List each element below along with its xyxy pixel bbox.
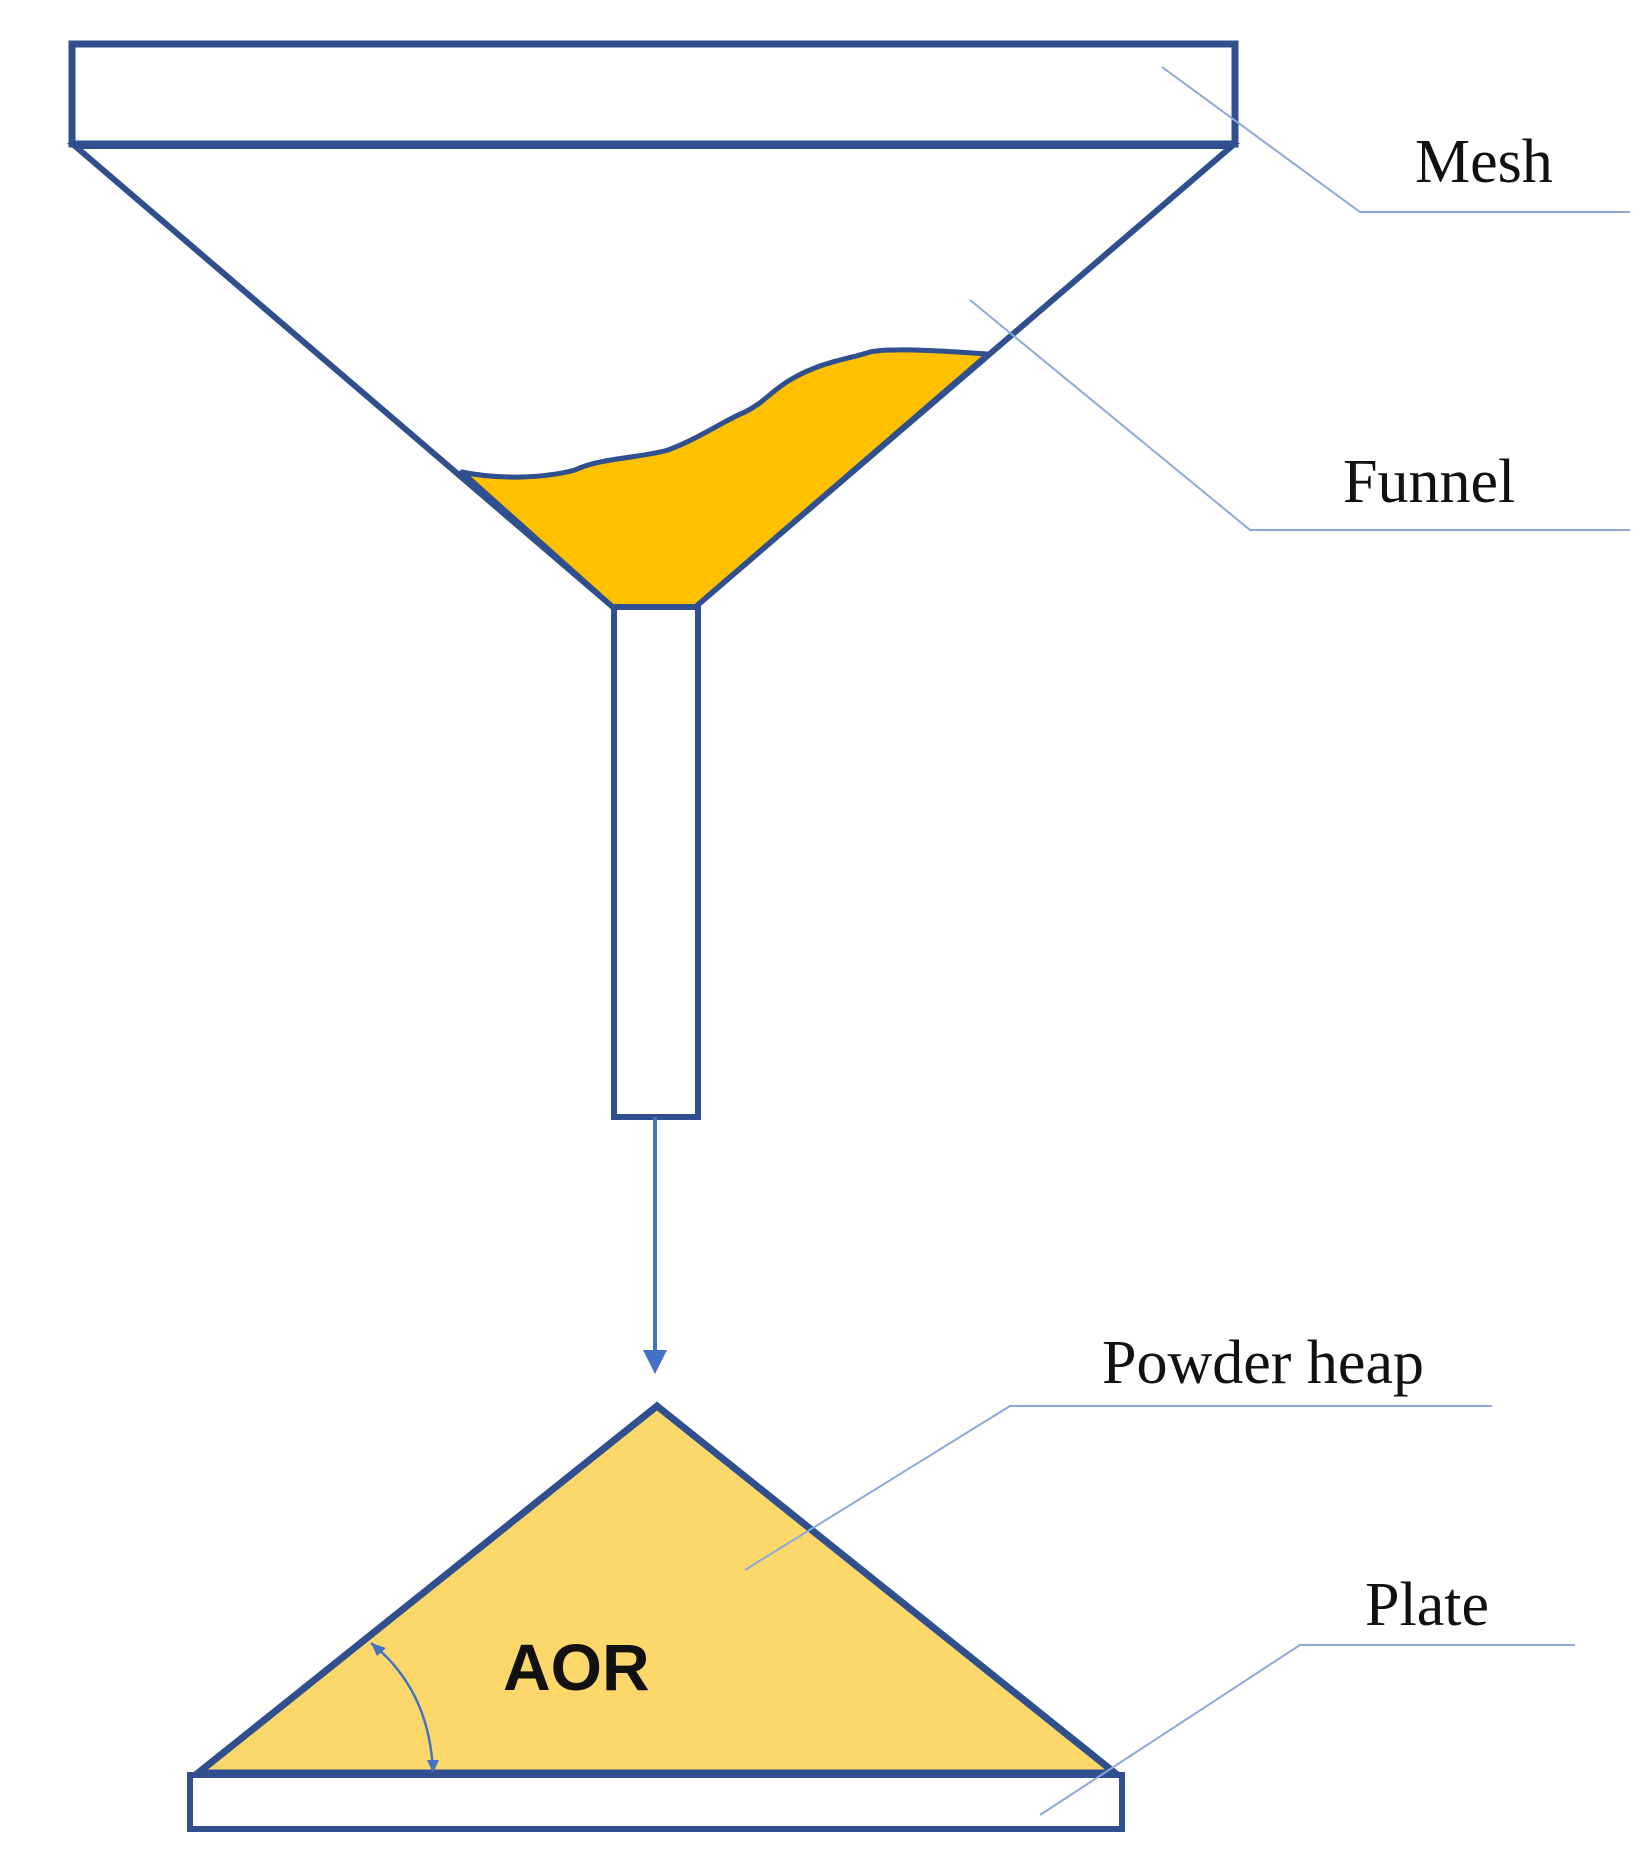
funnel-stem [611,604,701,1120]
powder-heap [188,1401,1125,1777]
mesh-label: Mesh [1415,128,1553,196]
plate-label: Plate [1365,1571,1489,1639]
mesh-rect [68,40,1239,148]
powder-heap-label: Powder heap [1102,1329,1424,1397]
funnel-label: Funnel [1343,448,1515,516]
aor-angle-arc [370,1642,439,1774]
powder-heap-leader-line [744,1405,1492,1571]
flow-arrow [643,1117,667,1374]
plate-leader-line [1039,1644,1575,1816]
aor-label: AOR [503,1630,650,1704]
mesh-leader-line [1161,66,1630,213]
funnel-powder [459,347,991,610]
plate-rect [187,1772,1125,1832]
funnel-leader-line [969,299,1630,531]
